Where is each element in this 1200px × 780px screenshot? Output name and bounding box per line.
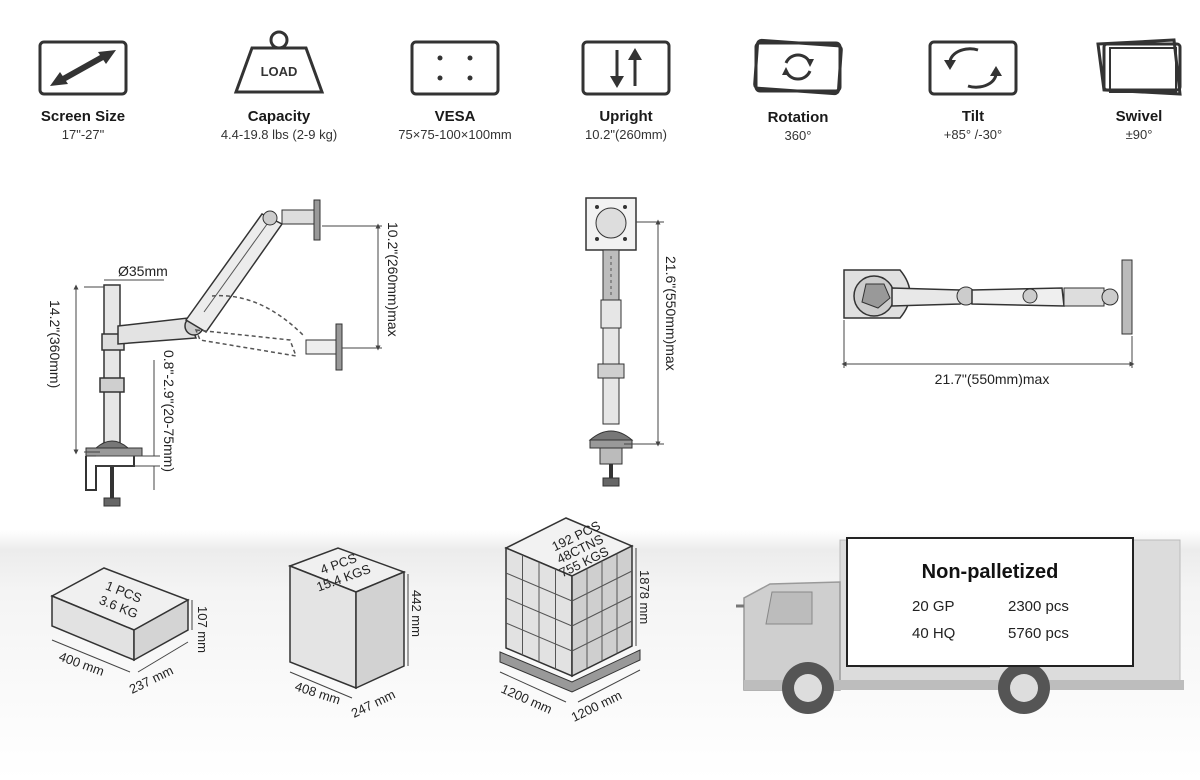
- feature-value: 360°: [784, 128, 812, 143]
- top-view-drawing: [841, 259, 1135, 368]
- pallet-width-label: 1200 mm: [499, 681, 555, 717]
- rotation-icon: [753, 38, 843, 96]
- shipping-title: Non-palletized: [921, 561, 1059, 583]
- master-carton-height-label: 442 mm: [409, 590, 424, 637]
- container-type: 20 GP: [912, 598, 955, 615]
- top-reach-label: 21.7"(550mm)max: [935, 371, 1050, 387]
- pole-height-label: 14.2"(360mm): [47, 300, 63, 388]
- load-weight-icon: LOAD: [233, 30, 325, 94]
- feature-screen-size: Screen Size 17"-27": [8, 40, 158, 143]
- carton-depth-label: 237 mm: [127, 663, 176, 697]
- load-icon-text: LOAD: [261, 64, 298, 79]
- feature-title: Tilt: [961, 108, 985, 125]
- feature-value: +85° /-30°: [943, 127, 1003, 142]
- pallet-drawing: [499, 517, 641, 703]
- vesa-plate-icon: [410, 40, 500, 96]
- feature-title: Capacity: [247, 108, 311, 125]
- master-carton-drawing: [287, 547, 409, 699]
- feature-value: 17"-27": [61, 127, 105, 142]
- feature-title: Swivel: [1115, 108, 1163, 125]
- arm-travel-label: 10.2"(260mm)max: [385, 222, 401, 337]
- pallet-height-label: 1878 mm: [637, 570, 652, 624]
- diagonal-arrow-icon: [38, 40, 128, 96]
- up-down-arrows-icon: [581, 40, 671, 96]
- pole-diameter-label: Ø35mm: [118, 263, 168, 279]
- container-quantity: 2300 pcs: [1008, 598, 1069, 615]
- feature-title: VESA: [434, 108, 476, 125]
- feature-upright: Upright 10.2"(260mm): [551, 40, 701, 143]
- carton-width-label: 400 mm: [57, 649, 106, 679]
- master-carton-width-label: 408 mm: [293, 679, 342, 708]
- feature-value: 10.2"(260mm): [585, 127, 667, 142]
- container-type: 40 HQ: [912, 625, 956, 642]
- master-carton-depth-label: 247 mm: [349, 687, 398, 721]
- feature-tilt: Tilt +85° /-30°: [898, 40, 1048, 143]
- feature-value: 75×75-100×100mm: [398, 127, 512, 142]
- feature-vesa: VESA 75×75-100×100mm: [380, 40, 530, 143]
- clamp-range-label: 0.8"-2.9"(20-75mm): [161, 350, 177, 472]
- feature-value: 4.4-19.8 lbs (2-9 kg): [220, 127, 338, 142]
- front-height-label: 21.6"(550mm)max: [663, 256, 679, 371]
- feature-rotation: Rotation 360°: [723, 38, 873, 144]
- feature-title: Rotation: [767, 109, 829, 126]
- feature-title: Screen Size: [40, 108, 126, 125]
- feature-title: Upright: [599, 108, 653, 125]
- feature-swivel: Swivel ±90°: [1064, 38, 1200, 143]
- swivel-icon: [1096, 38, 1182, 96]
- container-quantity: 5760 pcs: [1008, 625, 1069, 642]
- front-view-drawing: [585, 197, 664, 487]
- feature-value: ±90°: [1125, 127, 1153, 142]
- single-carton-drawing: [50, 567, 193, 673]
- shipping-capacity-panel: Non-palletized 20 GP 2300 pcs 40 HQ 5760…: [846, 537, 1134, 667]
- side-view-drawing: [73, 199, 382, 507]
- carton-height-label: 107 mm: [195, 606, 210, 653]
- tilt-icon: [928, 40, 1018, 96]
- feature-capacity: LOAD Capacity 4.4-19.8 lbs (2-9 kg): [204, 30, 354, 143]
